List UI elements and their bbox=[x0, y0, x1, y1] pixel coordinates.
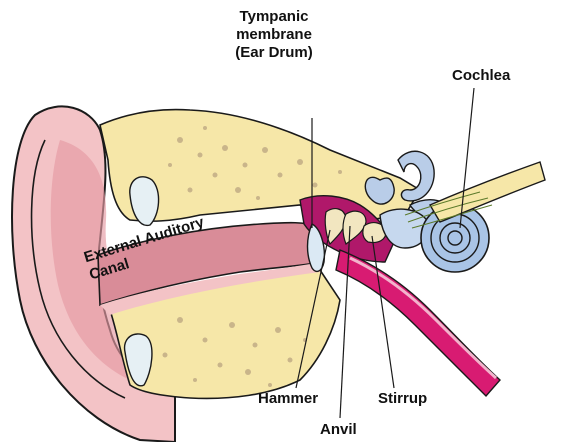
label-tympanic-line2: membrane bbox=[224, 26, 324, 44]
label-tympanic-line3: (Ear Drum) bbox=[224, 44, 324, 62]
label-anvil: Anvil bbox=[320, 421, 357, 439]
label-cochlea: Cochlea bbox=[452, 67, 510, 85]
label-hammer: Hammer bbox=[258, 390, 318, 408]
label-tympanic-membrane: Tympanic membrane (Ear Drum) bbox=[224, 8, 324, 62]
label-tympanic-line1: Tympanic bbox=[224, 8, 324, 26]
auditory-nerve bbox=[430, 162, 545, 222]
eustachian-tube bbox=[336, 250, 500, 396]
label-stirrup: Stirrup bbox=[378, 390, 427, 408]
